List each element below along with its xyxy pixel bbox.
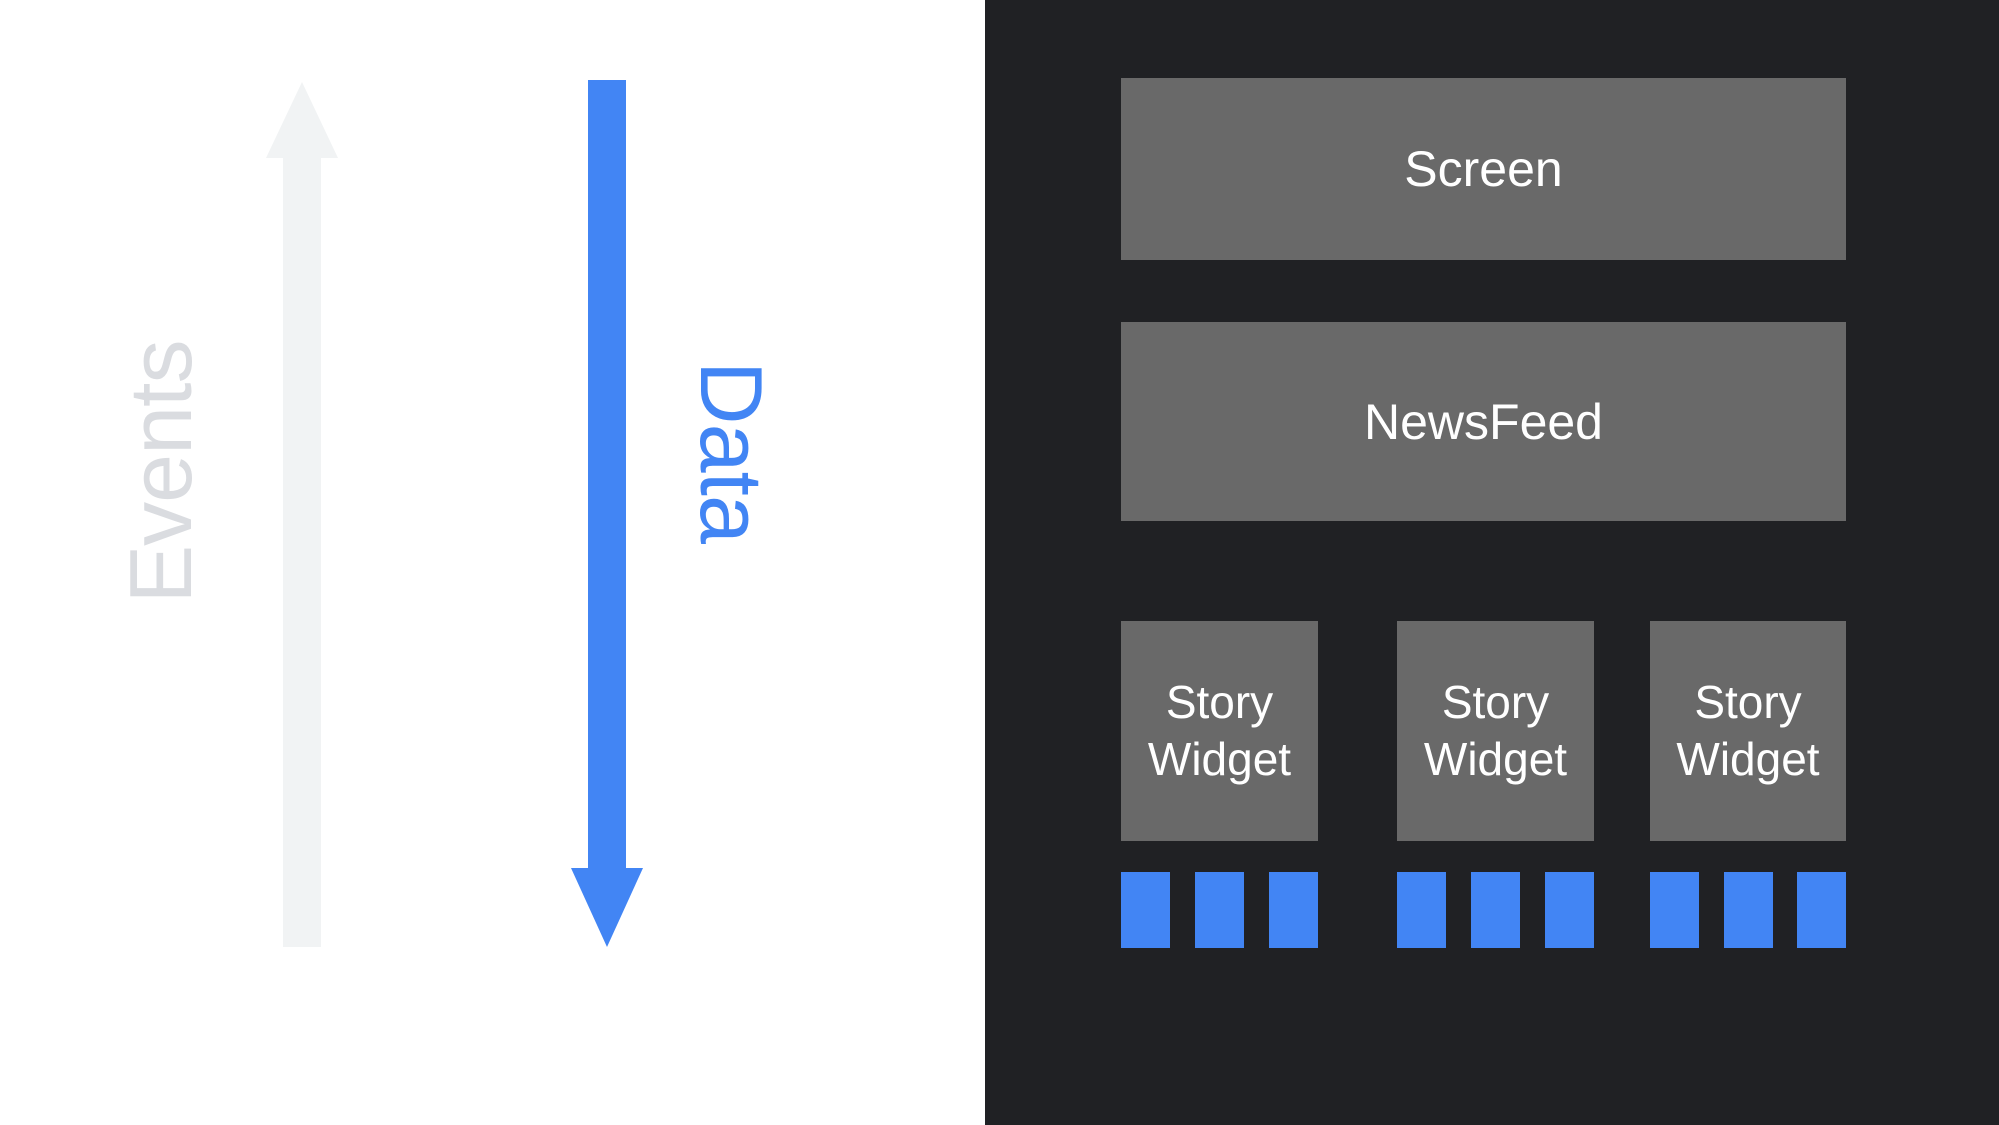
story-widget-label: Story Widget xyxy=(1147,675,1292,785)
data-down-arrow-icon xyxy=(571,868,643,947)
story-data-square xyxy=(1723,872,1773,948)
story-widget-box: Story Widget xyxy=(1397,621,1594,841)
story-data-squares-row xyxy=(1397,872,1594,948)
events-up-arrow-icon xyxy=(266,82,338,158)
newsfeed-widget-label: NewsFeed xyxy=(1364,393,1603,450)
story-data-square xyxy=(1397,872,1446,948)
story-data-square xyxy=(1269,872,1318,948)
story-widget-box: Story Widget xyxy=(1650,621,1846,841)
newsfeed-widget-box: NewsFeed xyxy=(1121,322,1846,521)
screen-widget-box: Screen xyxy=(1121,78,1846,260)
story-data-square xyxy=(1797,872,1846,948)
story-data-square xyxy=(1650,872,1699,948)
story-data-square xyxy=(1471,872,1520,948)
story-data-squares-row xyxy=(1121,872,1318,948)
screen-widget-label: Screen xyxy=(1404,141,1563,197)
widget-tree-panel: Screen NewsFeed Story Widget Story Widge… xyxy=(985,0,1999,1125)
events-up-arrow-shaft xyxy=(283,156,321,947)
story-data-squares-row xyxy=(1650,872,1846,948)
story-widget-label: Story Widget xyxy=(1423,675,1568,785)
story-data-square xyxy=(1195,872,1244,948)
story-widget-box: Story Widget xyxy=(1121,621,1318,841)
data-down-arrow-shaft xyxy=(588,80,626,869)
data-flow-label: Data xyxy=(682,361,781,543)
story-widget-label: Story Widget xyxy=(1676,675,1820,785)
story-data-square xyxy=(1545,872,1594,948)
events-flow-label: Events xyxy=(111,340,210,604)
story-data-square xyxy=(1121,872,1170,948)
